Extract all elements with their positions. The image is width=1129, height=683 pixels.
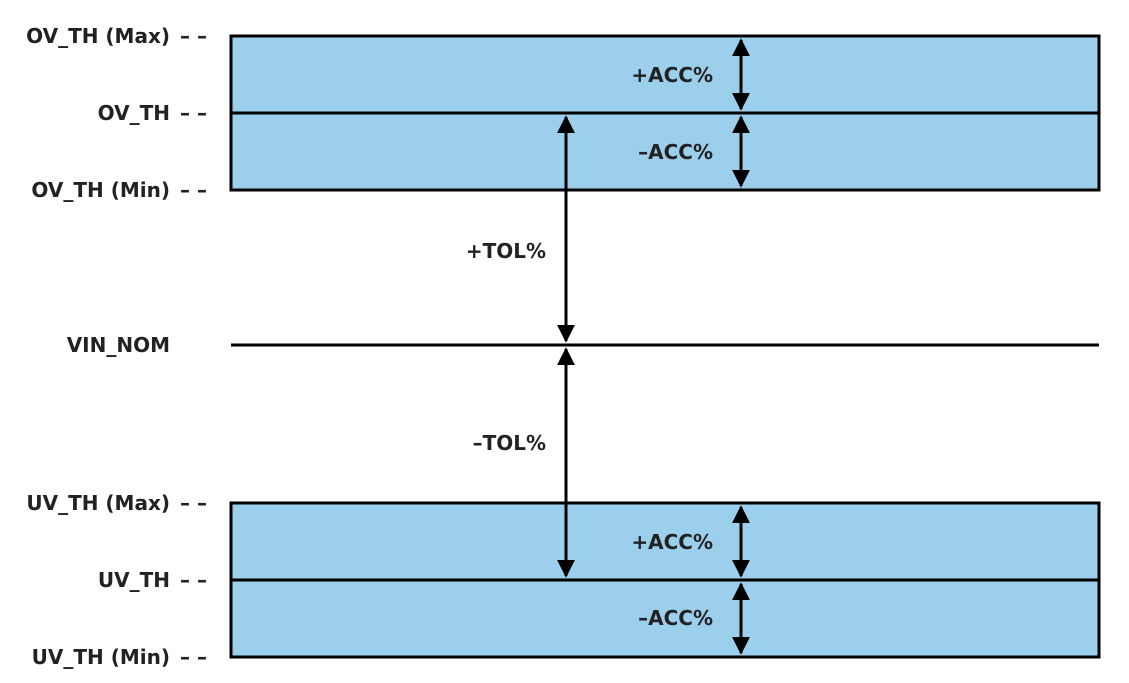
label-ov-max: OV_TH (Max): [26, 24, 170, 48]
dash-uv-th: – –: [180, 568, 207, 592]
label-uv-th: UV_TH: [98, 568, 170, 592]
uv-plus-acc-label: +ACC%: [631, 530, 713, 554]
ov-plus-acc-label: +ACC%: [631, 63, 713, 87]
ov-minus-acc-label: –ACC%: [638, 140, 713, 164]
label-uv-max: UV_TH (Max): [26, 491, 170, 515]
label-vin-nom: VIN_NOM: [67, 333, 170, 357]
minus-tol-label: –TOL%: [473, 431, 546, 455]
label-ov-min: OV_TH (Min): [31, 178, 170, 202]
label-uv-min: UV_TH (Min): [32, 645, 170, 669]
plus-tol-label: +TOL%: [466, 239, 546, 263]
dash-ov-th: – –: [180, 101, 207, 125]
uv-minus-acc-label: –ACC%: [638, 606, 713, 630]
dash-ov-min: – –: [180, 178, 207, 202]
dash-uv-max: – –: [180, 491, 207, 515]
label-ov-th: OV_TH: [98, 101, 170, 125]
dash-ov-max: – –: [180, 24, 207, 48]
dash-uv-min: – –: [180, 645, 207, 669]
